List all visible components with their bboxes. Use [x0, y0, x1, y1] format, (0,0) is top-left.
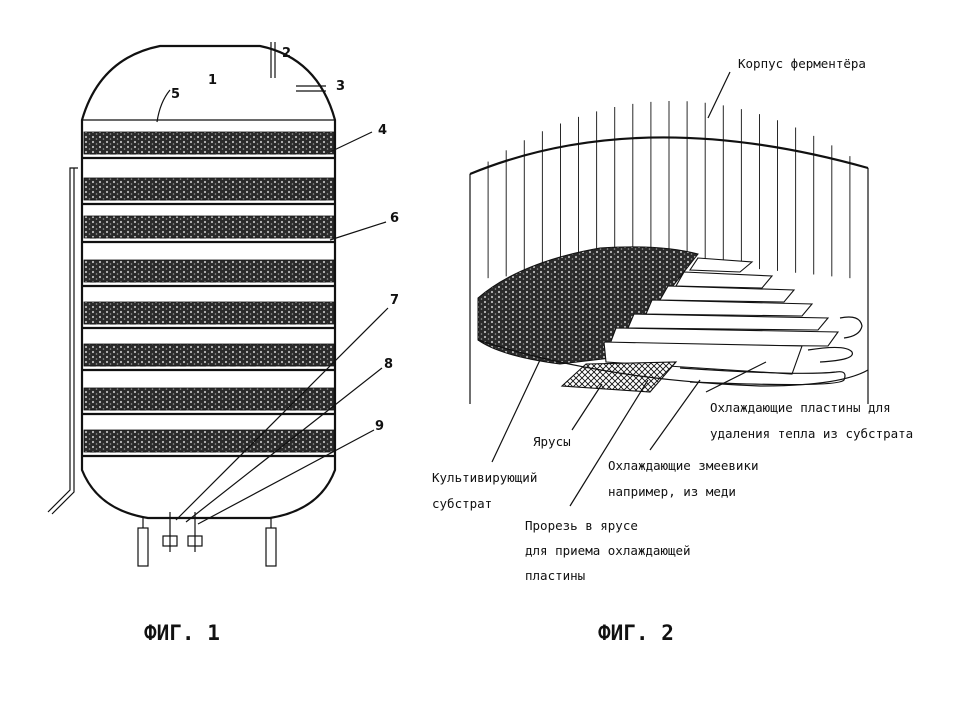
ref-number-1: 1: [208, 73, 217, 88]
label-cooling-plates-line-2: удаления тепла из субстрата: [710, 426, 913, 441]
trays: [82, 131, 335, 458]
tray: [82, 131, 335, 160]
ref-number-8: 8: [384, 357, 393, 372]
figure-2-caption: ФИГ. 2: [598, 621, 674, 645]
label-cooling-coils-line-2: например, из меди: [608, 484, 736, 499]
ref-number-7: 7: [390, 293, 399, 308]
label-substrate-line-1: Культивирующий: [432, 470, 537, 485]
tray: [82, 177, 335, 206]
label-slot-line-3: пластины: [525, 568, 585, 583]
tray: [82, 343, 335, 372]
ref-number-9: 9: [375, 419, 384, 434]
side-feed-pipe: [47, 167, 78, 515]
tray: [82, 301, 335, 330]
ref-number-3: 3: [336, 79, 345, 94]
tray: [82, 215, 335, 244]
slotted-tier: [560, 361, 678, 393]
tray: [82, 429, 335, 458]
shell-staves: [487, 101, 851, 279]
ref-number-4: 4: [378, 123, 387, 138]
label-cooling-plates-line-1: Охлаждающие пластины для: [710, 400, 891, 415]
cooling-plates: [603, 257, 840, 375]
label-tiers: Ярусы: [533, 434, 571, 449]
label-fermenter-body: Корпус ферментёра: [738, 56, 866, 71]
ref-number-6: 6: [390, 211, 399, 226]
label-slot-line-1: Прорезь в ярусе: [525, 518, 638, 533]
label-slot-line-2: для приема охлаждающей: [525, 543, 691, 558]
fermenter-shell: [469, 136, 869, 176]
tray: [82, 259, 335, 288]
figure-1-fermenter-vertical-section: 1 2 3 4 5 6 7 8 9 ФИГ. 1: [47, 42, 399, 645]
ref-number-5: 5: [171, 87, 180, 102]
tray: [82, 387, 335, 416]
label-cooling-coils-line-1: Охлаждающие змеевики: [608, 458, 759, 473]
substrate-mound: [477, 246, 699, 365]
figure-1-caption: ФИГ. 1: [144, 621, 220, 645]
label-substrate-line-2: субстрат: [432, 496, 492, 511]
cooling-coils: [679, 316, 863, 386]
ref-number-2: 2: [282, 46, 291, 61]
figure-2-fermenter-cutaway: Корпус ферментёра Охлаждающие пластины д…: [432, 56, 913, 645]
